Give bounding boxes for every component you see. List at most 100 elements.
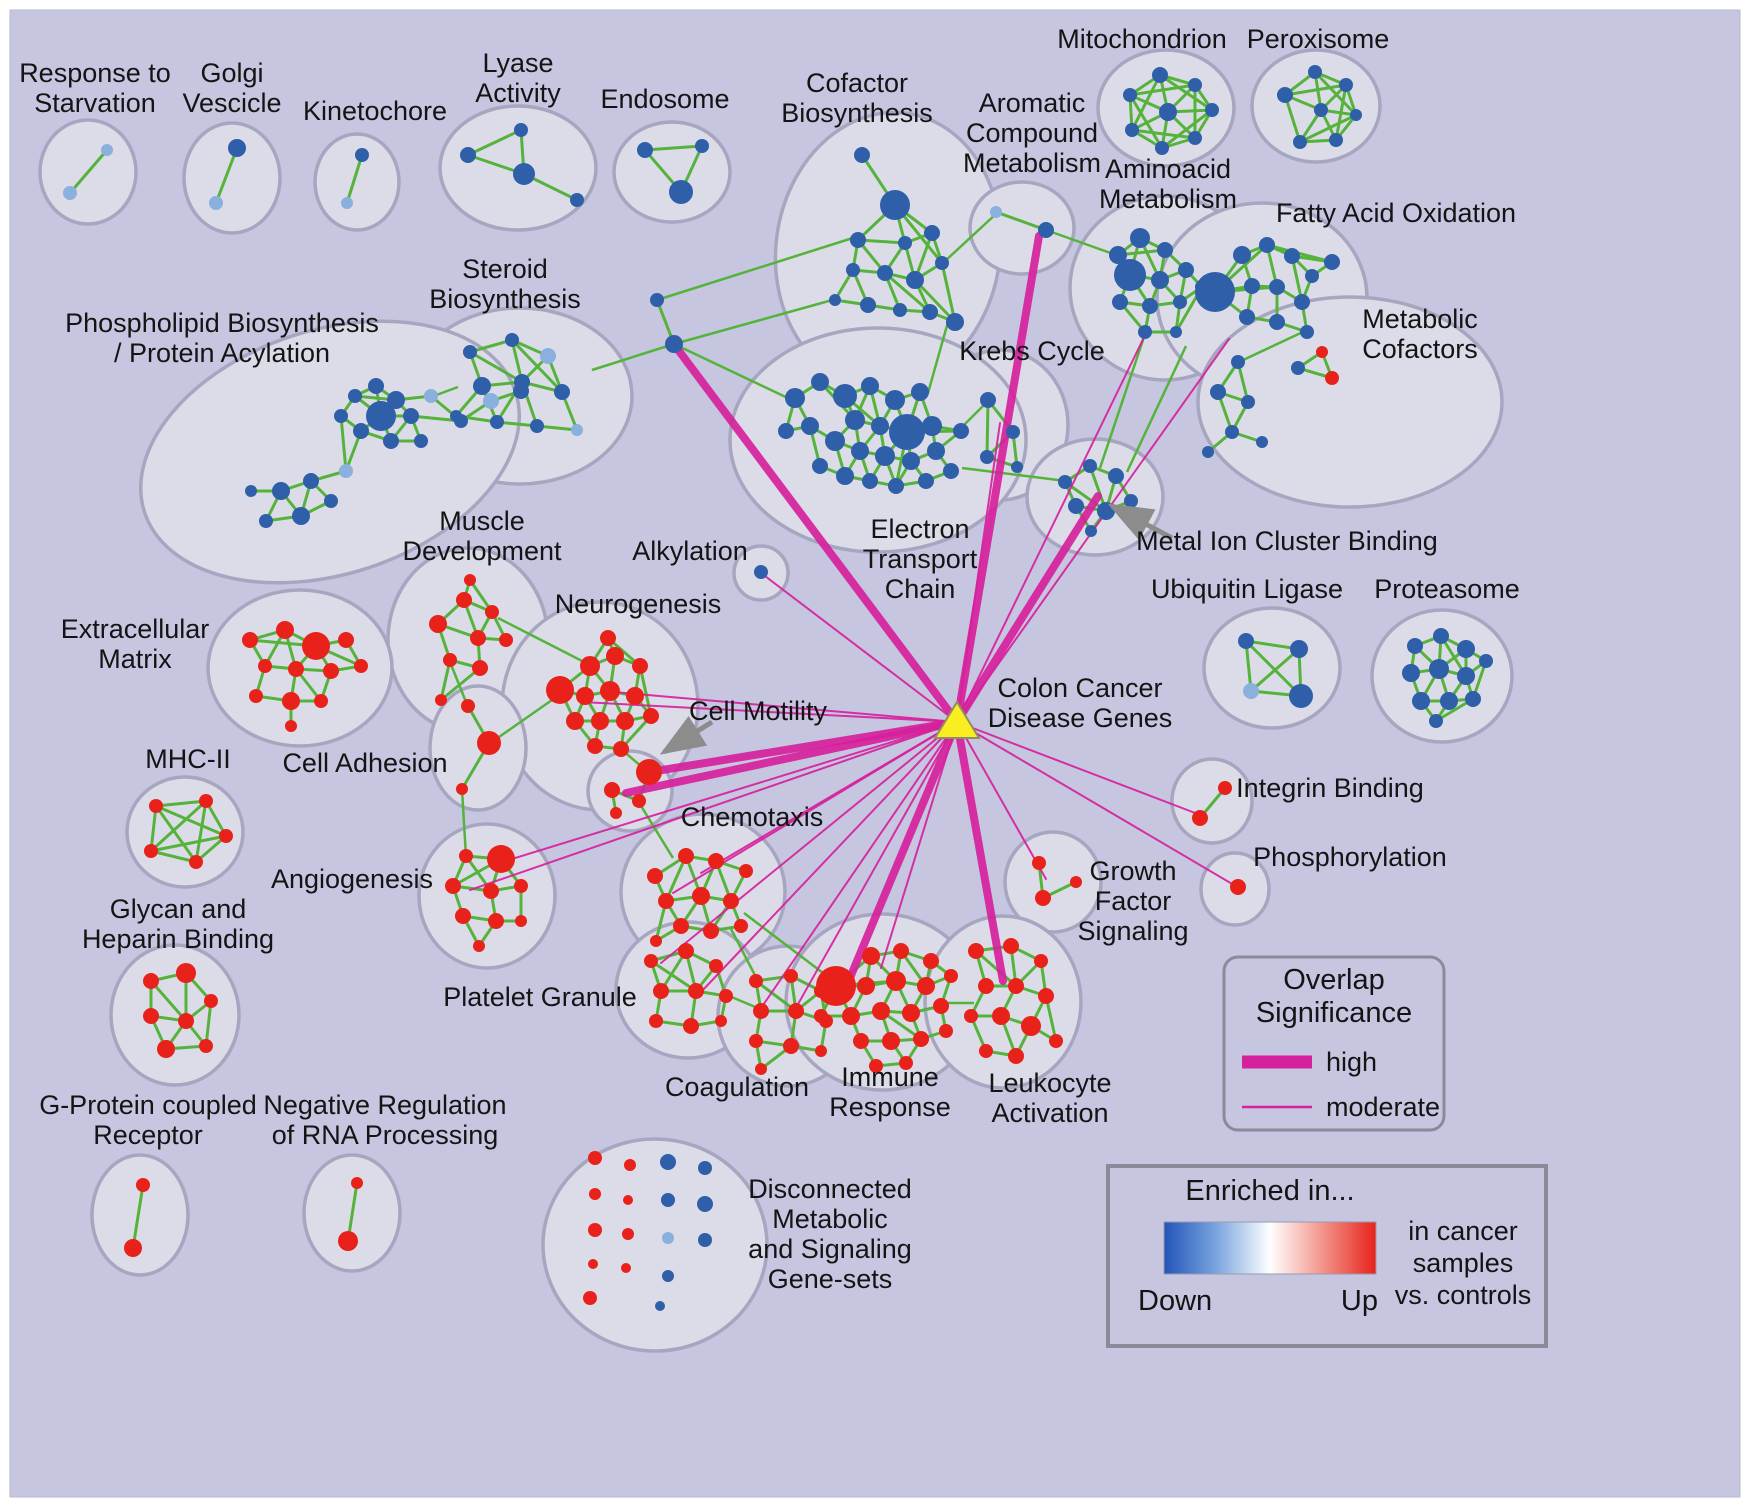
gene-set-node-cell-motility — [636, 759, 662, 785]
gene-set-node-disconnected-gene-sets — [662, 1232, 674, 1244]
gene-set-node-leukocyte-activation — [1034, 954, 1048, 968]
legend-overlap-item-text: moderate — [1326, 1092, 1440, 1122]
cluster-label-line: Mitochondrion — [1057, 24, 1227, 54]
gene-set-node-extracellular-matrix — [323, 663, 339, 679]
gene-set-node-phospholipid-biosynthesis-protein-acylation — [454, 414, 468, 428]
gene-set-node-leukocyte-activation — [979, 1044, 993, 1058]
gene-set-edge — [1313, 70, 1358, 117]
gene-set-node-platelet-granule — [715, 1015, 727, 1027]
gene-set-node-krebs-cycle — [980, 392, 996, 408]
gene-set-node-disconnected-gene-sets — [660, 1154, 676, 1170]
gene-set-node-electron-transport-chain — [875, 446, 895, 466]
legend-overlap-item-label: moderate — [1326, 1092, 1440, 1122]
cluster-ellipse-glycan-and-heparin-binding — [109, 943, 241, 1087]
gene-set-node-neurogenesis — [632, 658, 648, 674]
gene-set-node-fatty-acid-oxidation — [1300, 325, 1314, 339]
cluster-label-platelet-granule: Platelet Granule — [443, 982, 637, 1012]
gene-set-node-aminoacid-metabolism — [1130, 228, 1150, 248]
gene-set-node-angiogenesis — [455, 908, 471, 924]
gene-set-node-angiogenesis — [459, 849, 473, 863]
overlap-significance-edge-moderate — [501, 721, 958, 863]
inter-cluster-edge — [460, 788, 468, 858]
cluster-label-line: Phosphorylation — [1253, 842, 1447, 872]
overlap-significance-edge-moderate — [700, 721, 958, 993]
gene-set-node-lyase-activity — [514, 123, 528, 137]
gene-set-node-angiogenesis — [514, 879, 528, 893]
cluster-label-proteasome: Proteasome — [1374, 574, 1520, 604]
cluster-label-line: Chemotaxis — [681, 802, 824, 832]
gene-set-node-extracellular-matrix — [249, 689, 263, 703]
cluster-label-line: Metabolic — [772, 1204, 888, 1234]
gene-set-node-phospholipid-biosynthesis-protein-acylation — [334, 409, 348, 423]
gene-set-node-ubiquitin-ligase — [1289, 684, 1313, 708]
overlap-significance-edge-moderate — [956, 721, 1240, 889]
cluster-label-neurogenesis: Neurogenesis — [555, 589, 722, 619]
gene-set-node-glycan-and-heparin-binding — [199, 1039, 213, 1053]
cluster-label-integrin-binding: Integrin Binding — [1236, 773, 1424, 803]
gene-set-node-chemotaxis — [658, 893, 674, 909]
gene-set-node-fatty-acid-oxidation — [1305, 269, 1319, 283]
inter-cluster-edge — [656, 235, 857, 302]
gene-set-node-aminoacid-metabolism — [1157, 242, 1173, 258]
gene-set-node-electron-transport-chain — [801, 417, 819, 435]
inter-cluster-edge — [943, 212, 998, 263]
gene-set-node-metal-ion-cluster-binding — [1085, 525, 1097, 537]
gene-set-node-neurogenesis — [626, 687, 644, 705]
gene-set-edge — [1128, 94, 1164, 149]
cluster-label-line: Factor — [1095, 886, 1172, 916]
gene-set-node-leukocyte-activation — [978, 978, 994, 994]
gene-set-node-cofactor-biosynthesis — [922, 304, 938, 320]
gene-set-node-extracellular-matrix — [354, 659, 368, 673]
gene-set-node-leukocyte-activation — [1021, 1016, 1041, 1036]
gene-set-node-neurogenesis — [616, 712, 634, 730]
gene-set-node-aminoacid-metabolism — [1151, 271, 1169, 289]
cluster-label-ubiquitin-ligase: Ubiquitin Ligase — [1151, 574, 1343, 604]
gene-set-node-krebs-cycle — [1006, 425, 1020, 439]
legend-enriched-title-text: Enriched in... — [1185, 1175, 1354, 1207]
cluster-label-line: Cell Adhesion — [282, 748, 447, 778]
gene-set-node-cofactor-biosynthesis — [850, 232, 866, 248]
cluster-label-line: Vescicle — [182, 88, 281, 118]
gene-set-node-electron-transport-chain — [851, 442, 869, 460]
gene-set-node-krebs-cycle — [1011, 461, 1023, 473]
cluster-label-line: Extracellular — [61, 614, 210, 644]
gene-set-node-response-to-starvation — [101, 144, 113, 156]
gene-set-node-neurogenesis — [587, 738, 603, 754]
gene-set-node-peroxisome — [1329, 133, 1343, 147]
gene-set-node-g-protein-coupled-receptor — [136, 1178, 150, 1192]
gene-set-node-coagulation — [815, 1045, 827, 1057]
gene-set-edge — [154, 805, 198, 863]
hub-label-line: Colon Cancer — [997, 673, 1162, 703]
gene-set-node-immune-response — [917, 977, 935, 995]
gene-set-node-platelet-granule — [688, 983, 704, 999]
gene-set-node-cofactor-biosynthesis — [877, 265, 893, 281]
gene-set-edge — [469, 338, 513, 354]
gene-set-node-muscle-development — [464, 574, 476, 586]
gene-set-node-electron-transport-chain — [871, 417, 889, 435]
gene-set-node-cell-motility — [632, 794, 646, 808]
inter-cluster-edge — [1240, 329, 1306, 363]
gene-set-node-cell-motility — [604, 782, 620, 798]
cluster-label-line: / Protein Acylation — [114, 338, 330, 368]
cluster-ellipse-golgi-vescicle — [182, 121, 282, 235]
layer-arrow — [659, 503, 1174, 755]
gene-set-node-immune-response — [886, 971, 906, 991]
gene-set-node-electron-transport-chain — [861, 377, 879, 395]
cluster-label-line: Krebs Cycle — [959, 336, 1105, 366]
cluster-label-line: Biosynthesis — [781, 98, 933, 128]
gene-set-node-phospholipid-biosynthesis-protein-acylation — [353, 423, 369, 439]
gene-set-node-disconnected-gene-sets — [698, 1161, 712, 1175]
gene-set-node-metal-ion-cluster-binding — [1083, 459, 1097, 473]
gene-set-node-metabolic-cofactors — [1225, 425, 1239, 439]
gene-set-node-fatty-acid-oxidation — [1195, 272, 1235, 312]
gene-set-edge — [345, 154, 364, 204]
gene-set-edge — [131, 1184, 145, 1249]
cluster-label-line: Kinetochore — [303, 96, 447, 126]
